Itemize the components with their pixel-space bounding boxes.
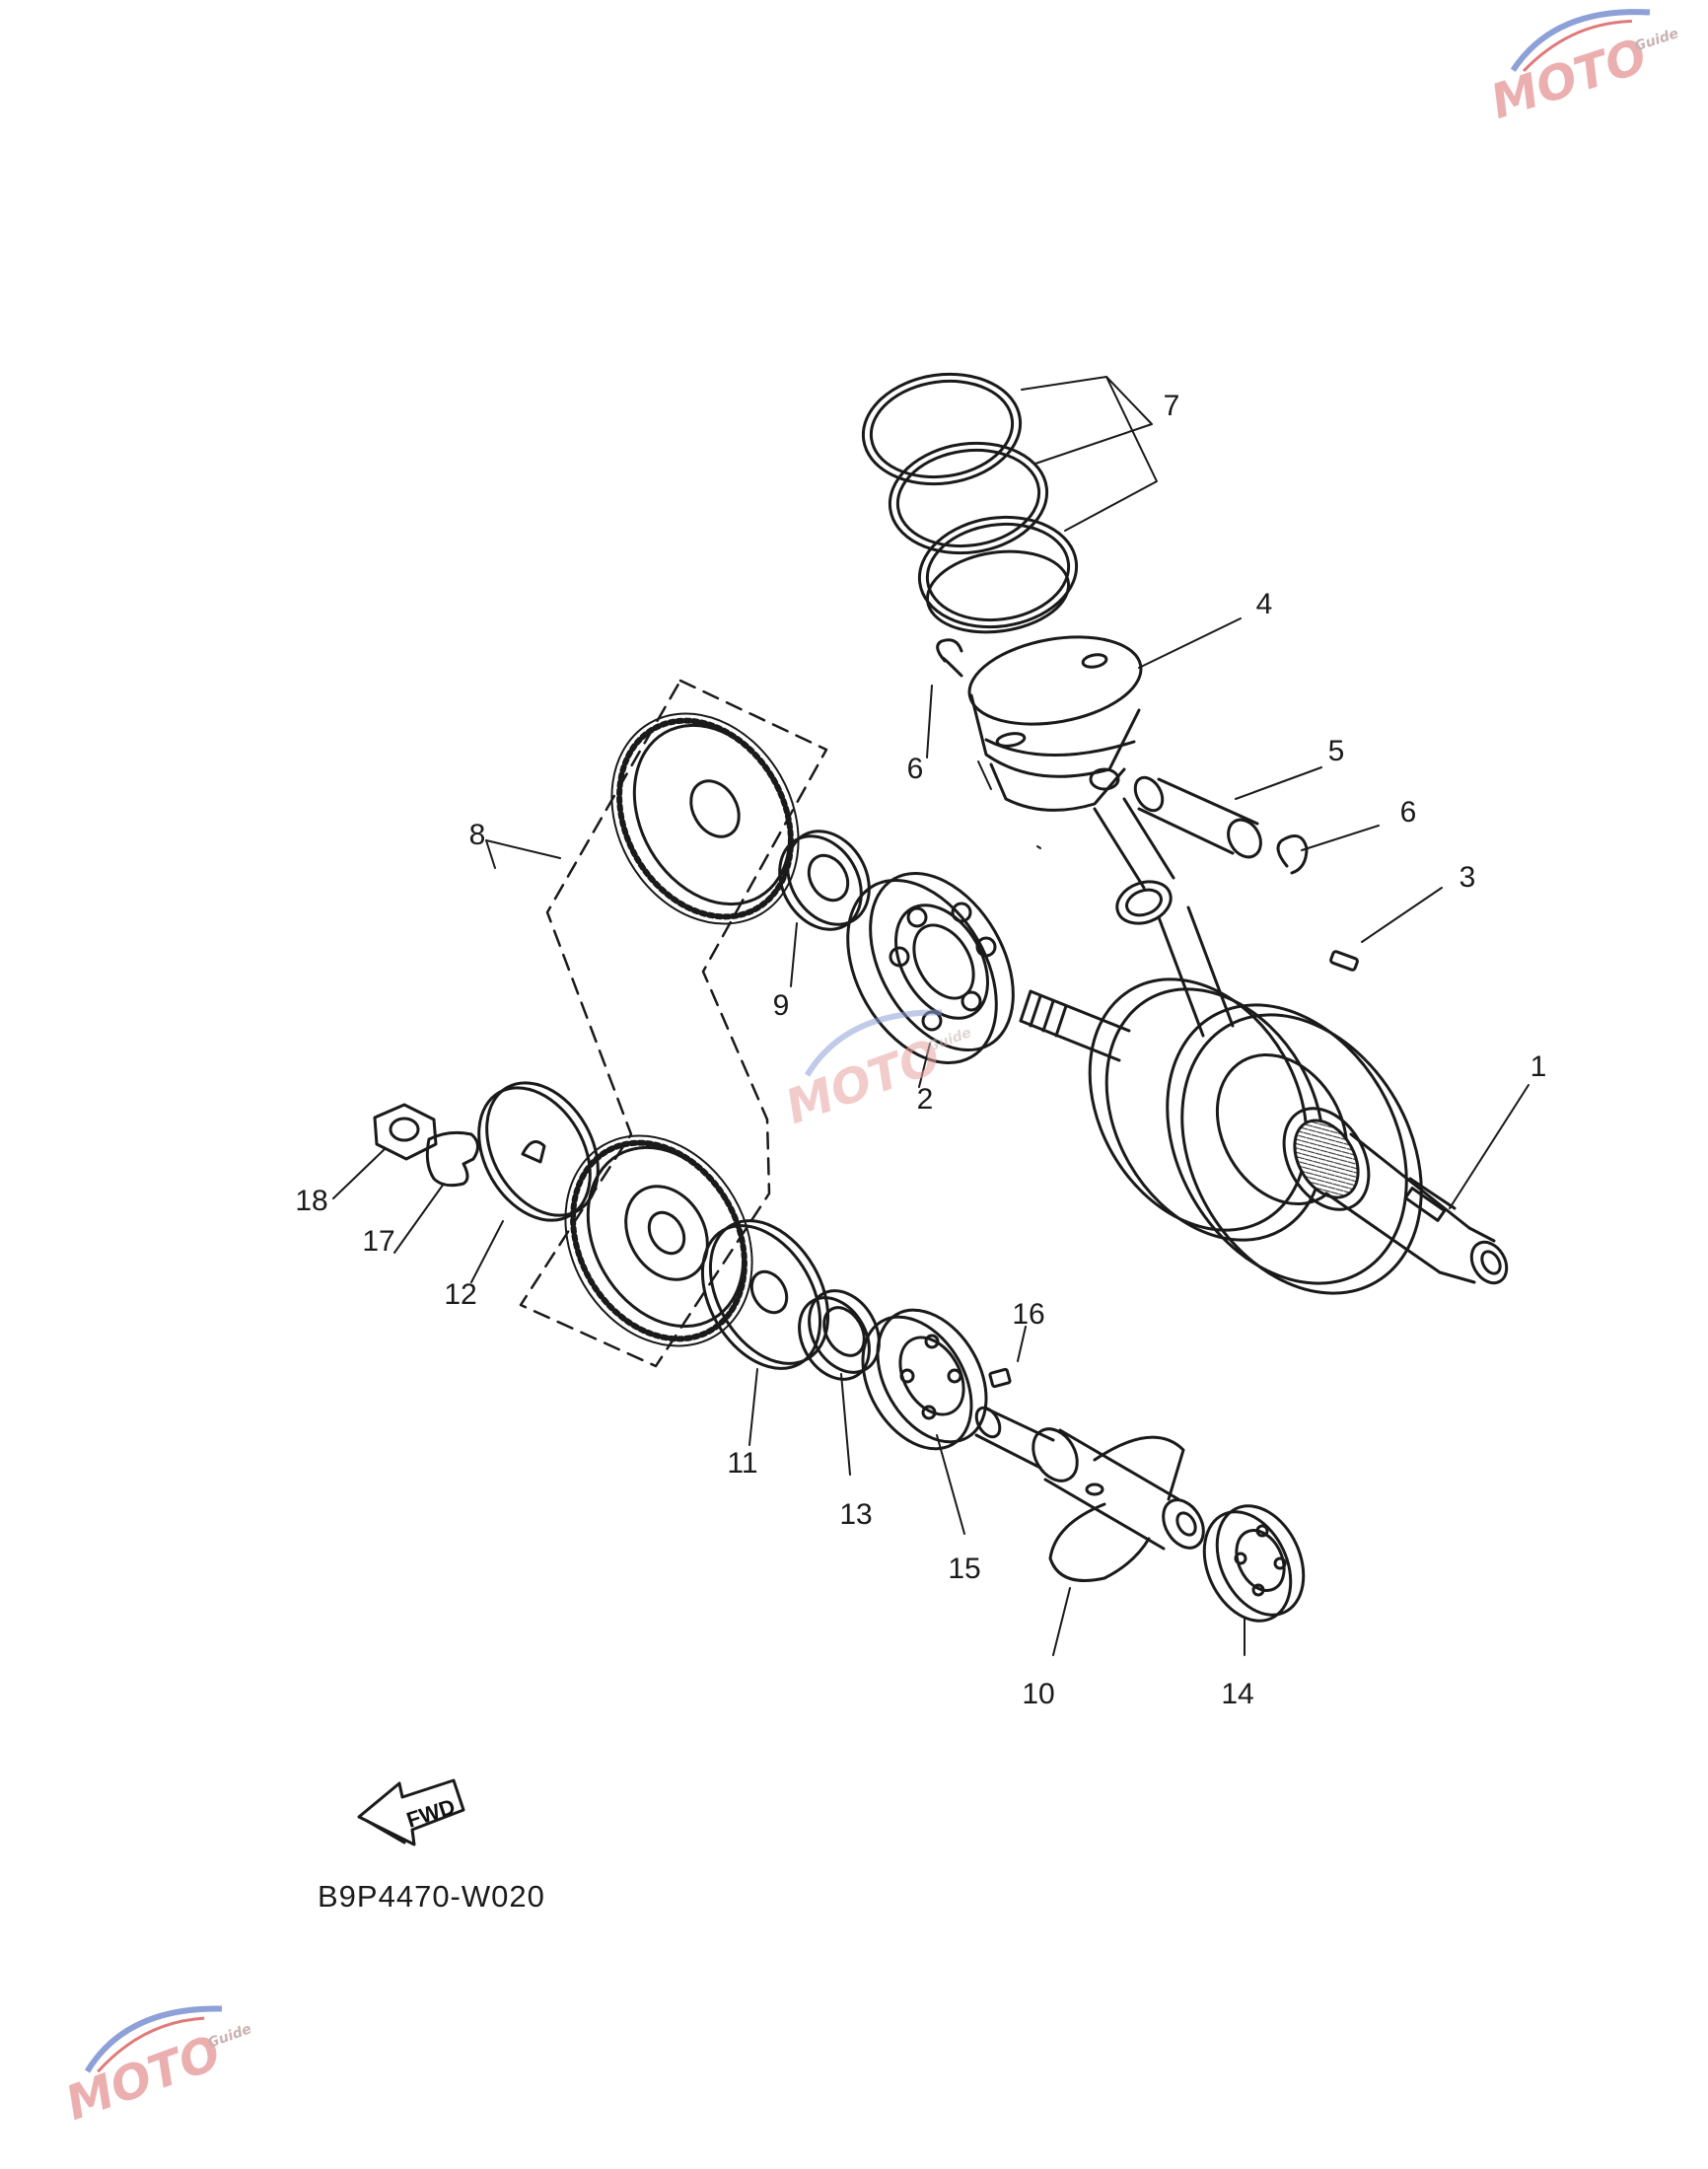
watermark-brand-top: MOTO [1484, 28, 1653, 129]
callout-2: 2 [916, 1083, 934, 1116]
bearing-15 [861, 1308, 988, 1451]
washer-11 [700, 1219, 830, 1370]
callout-4: 4 [1255, 588, 1273, 620]
piston-pin [1133, 775, 1262, 859]
nut-18 [373, 1103, 438, 1161]
leader-lines [332, 376, 1530, 1656]
washer-9 [778, 830, 871, 931]
watermark-sub-bottom: Guide [206, 2021, 253, 2052]
callout-1: 1 [1530, 1050, 1547, 1083]
drawing-code: B9P4470-W020 [318, 1879, 545, 1914]
watermark-brand-bottom: MOTO [59, 2025, 229, 2132]
callout-3: 3 [1459, 861, 1476, 894]
primary-gear-upper [610, 712, 800, 925]
callout-11: 11 [727, 1447, 758, 1480]
bearing-14 [1202, 1504, 1306, 1623]
callout-16: 16 [1012, 1298, 1045, 1331]
balancer-shaft-10 [974, 1406, 1205, 1582]
callout-10: 10 [1022, 1678, 1055, 1710]
callout-5: 5 [1327, 735, 1345, 767]
callout-15: 15 [948, 1553, 981, 1585]
watermark-sub-top: Guide [1633, 26, 1680, 54]
watermark-logo-top: MOTO Guide [1484, 9, 1680, 130]
piston [967, 635, 1143, 812]
primary-gear-lower [564, 1134, 753, 1347]
fwd-arrow [357, 1778, 465, 1846]
collar-13 [798, 1289, 881, 1381]
crankshaft-assembly [1019, 797, 1509, 1295]
callout-6-left: 6 [906, 753, 924, 785]
lock-washer-12 [477, 1081, 600, 1222]
lock-tab-17 [425, 1130, 479, 1188]
callout-8: 8 [468, 819, 486, 851]
watermark-brand-middle: MOTO [779, 1029, 949, 1135]
watermark-logo-bottom: MOTO Guide [59, 2005, 253, 2132]
callout-17: 17 [362, 1225, 395, 1258]
callout-14: 14 [1221, 1678, 1254, 1710]
callout-9: 9 [772, 989, 790, 1022]
piston-rings [861, 372, 1079, 634]
callout-6-right: 6 [1399, 796, 1417, 829]
callout-7: 7 [1163, 390, 1180, 422]
key-16 [988, 1367, 1012, 1389]
callout-12: 12 [444, 1278, 477, 1311]
crank-bearing [846, 871, 1015, 1064]
piston-pin-clips [936, 638, 1309, 875]
woodruff-key [1329, 950, 1359, 972]
gear-group-outline [519, 679, 828, 1368]
callout-13: 13 [839, 1498, 873, 1531]
callout-18: 18 [295, 1185, 328, 1217]
